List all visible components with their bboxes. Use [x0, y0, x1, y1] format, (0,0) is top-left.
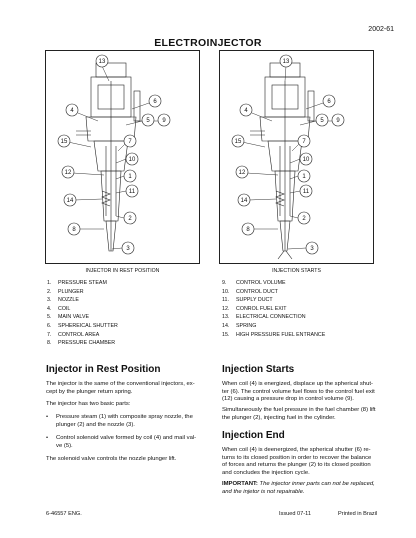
legend-item: 14.SPRING — [222, 322, 257, 329]
callout-9: 9 — [336, 118, 340, 124]
paragraph: When coil (4) is deenergized, the spheri… — [222, 447, 372, 476]
paragraph: The solenoid valve controls the nozzle p… — [46, 456, 177, 462]
legend-item: 3.NOZZLE — [47, 297, 79, 304]
legend-item: 9.CONTROL VOLUME — [222, 280, 286, 286]
legend-item: 10.CONTROL DUCT — [222, 288, 278, 295]
legend-item: 1.PRESSURE STEAM — [47, 280, 107, 286]
callout-13: 13 — [99, 59, 106, 65]
figure-injector-rest: 13 4 6 5 9 15 7 10 12 1 11 14 2 8 3 — [45, 50, 200, 264]
legend-item: 2.PLUNGER — [47, 288, 84, 295]
callout-10: 10 — [129, 157, 136, 163]
callout-7: 7 — [302, 139, 306, 145]
injector-drawing-rest: 13 4 6 5 9 15 7 10 12 1 11 14 2 8 3 — [57, 54, 171, 255]
legend-right: 9.CONTROL VOLUME 10.CONTROL DUCT 11.SUPP… — [222, 279, 392, 339]
legend-item: 7.CONTROL AREA — [47, 331, 100, 338]
callout-9: 9 — [162, 118, 166, 124]
callout-8: 8 — [246, 227, 250, 233]
paragraph: The injector has two basic parts: — [46, 401, 131, 407]
important-note: IMPORTANT: The injector inner parts can … — [222, 481, 375, 495]
paragraph: When coil (4) is energized, displace up … — [222, 381, 375, 403]
legend-item: 12.CONROL FUEL EXIT — [222, 305, 287, 312]
paragraph: Simultaneously the fuel pressure in the … — [222, 407, 376, 421]
callout-4: 4 — [244, 108, 248, 114]
footer-printed: Printed in Brazil — [338, 511, 378, 517]
callout-12: 12 — [65, 170, 72, 176]
page-title: ELECTROINJECTOR — [154, 37, 262, 49]
callout-3: 3 — [126, 246, 130, 252]
callout-13: 13 — [283, 59, 290, 65]
figure-caption-rest: INJECTOR IN REST POSITION — [85, 268, 160, 274]
callout-10: 10 — [303, 157, 310, 163]
callout-5: 5 — [320, 118, 324, 124]
legend-item: 4.COIL — [47, 305, 71, 312]
callout-11: 11 — [129, 189, 136, 195]
page-number: 2002-61 — [368, 26, 394, 33]
paragraph: The injector is the same of the conventi… — [46, 381, 195, 395]
legend-item: 15.HIGH PRESSURE FUEL ENTRANCE — [222, 331, 326, 338]
legend-item: 8.PRESSURE CHAMBER — [47, 340, 116, 347]
callout-15: 15 — [61, 139, 68, 145]
bullet-item: • Pressure steam (1) with composite spra… — [46, 414, 193, 428]
callout-1: 1 — [302, 174, 306, 180]
callout-12: 12 — [239, 170, 246, 176]
legend-item: 13.ELECTRICAL CONNECTION — [222, 314, 306, 321]
legend-item: 11.SUPPLY DUCT — [222, 297, 273, 304]
callout-14: 14 — [67, 198, 74, 204]
bullet-item: • Control solenoid valve formed by coil … — [46, 435, 197, 449]
heading-injection-end: Injection End — [222, 430, 285, 441]
callout-14: 14 — [241, 198, 248, 204]
callout-1: 1 — [128, 174, 132, 180]
callout-15: 15 — [235, 139, 242, 145]
heading-injection-starts: Injection Starts — [222, 364, 295, 375]
callout-2: 2 — [302, 216, 306, 222]
callout-4: 4 — [70, 108, 74, 114]
callout-6: 6 — [153, 99, 157, 105]
callout-7: 7 — [128, 139, 132, 145]
legend-item: 6.SPHEREICAL SHUTTER — [47, 322, 118, 329]
callout-8: 8 — [72, 227, 76, 233]
footer-doc-number: 6-46557 ENG. — [46, 511, 82, 517]
callout-6: 6 — [327, 99, 331, 105]
figure-caption-starts: INJECTION STARTS — [272, 268, 321, 274]
legend-left: 1.PRESSURE STEAM 2.PLUNGER 3.NOZZLE 4.CO… — [47, 279, 207, 348]
callout-2: 2 — [128, 216, 132, 222]
callout-3: 3 — [310, 246, 314, 252]
figure-injection-starts: 13 4 6 5 9 15 7 10 12 1 11 14 2 8 3 — [219, 50, 374, 264]
heading-rest-position: Injector in Rest Position — [46, 364, 161, 375]
callout-5: 5 — [146, 118, 150, 124]
injector-drawing-starts: 13 4 6 5 9 15 7 10 12 1 11 14 2 8 3 — [231, 54, 345, 260]
footer-issued: Issued 07-11 — [279, 511, 311, 517]
callout-11: 11 — [303, 189, 310, 195]
legend-item: 5.MAIN VALVE — [47, 314, 90, 321]
